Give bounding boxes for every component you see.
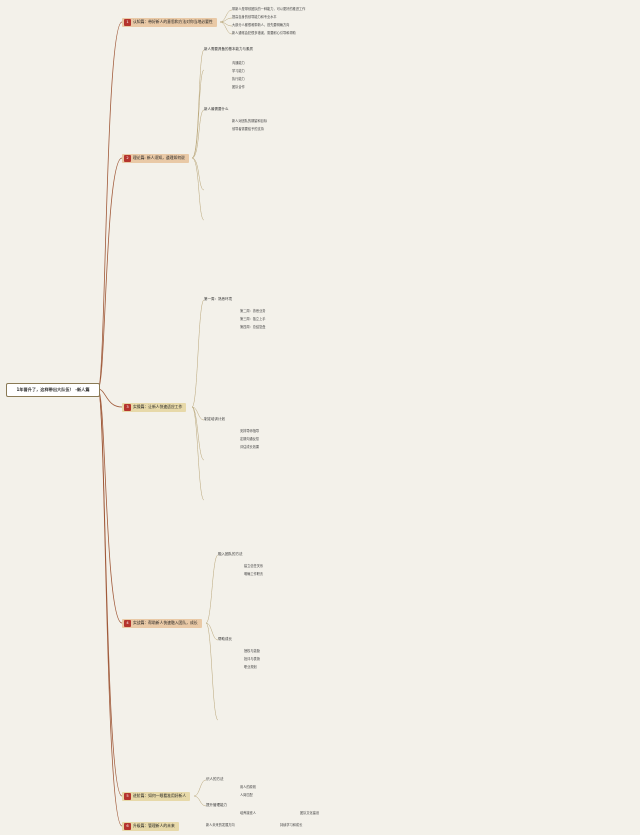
s2-item: 新人需要具备的基本能力与素质	[204, 47, 253, 51]
s5-item: 识人的方法	[206, 777, 224, 781]
s3-item: 安排导师指导	[240, 429, 260, 433]
root-topic[interactable]: 1年晋升了，这样带出大队伍！ -新人篇	[6, 383, 100, 397]
branch-6-label: 升级篇：管理新人的未来	[133, 823, 175, 829]
s3-item: 第一周：熟悉环境	[204, 297, 232, 301]
link-root-b3	[97, 388, 123, 408]
s6-item: 新人未来的发展方向	[206, 823, 235, 827]
s5-item: 提升管理能力	[206, 803, 227, 807]
link-root-b6	[97, 388, 123, 827]
branch-3[interactable]: 3 实操篇：让新人快速适应工作	[122, 402, 187, 412]
branch-6-number: 6	[124, 822, 131, 830]
s1-item: 带新人是带领团队的一种能力，可以更好的推进工作	[232, 7, 306, 11]
s2-item: 学习能力	[232, 69, 245, 73]
branch-1[interactable]: 1 认知篇：带好新人的意思和方法对你当地必要性	[122, 17, 217, 27]
branch-4-label: 实战篇：帮助新人快速融入团队，成长	[133, 620, 198, 626]
s4-item: 建立信任关系	[244, 564, 264, 568]
s3-item: 制定培训计划	[204, 417, 225, 421]
link-root-b5	[97, 388, 123, 797]
branch-1-label: 认知篇：带好新人的意思和方法对你当地必要性	[133, 19, 213, 25]
s1-item: 大部分人都很难带新人，首先要明确方向	[232, 23, 290, 27]
s4-item: 帮助成长	[218, 637, 232, 641]
root-title: 1年晋升了，这样带出大队伍！ -新人篇	[16, 386, 90, 392]
branch-2-number: 2	[124, 154, 131, 162]
s4-item: 授权与激励	[244, 649, 260, 653]
s5-item: 培养接班人	[240, 811, 256, 815]
s2-item: 领导者需要给予的支持	[232, 127, 264, 131]
branch-5-label: 进阶篇：如何一眼看准用好新人	[133, 793, 187, 799]
link-root-b4	[97, 388, 123, 624]
branch-2-label: 理论篇: 新人须知，道理如何说	[133, 155, 185, 161]
s4-item: 明确工作职责	[244, 572, 264, 576]
s3-item: 定期沟通反馈	[240, 437, 260, 441]
s2-item: 新人最需要什么	[204, 107, 229, 111]
s5-item: 人岗匹配	[240, 793, 253, 797]
branch-5-number: 5	[124, 792, 131, 800]
link-root-b1	[97, 21, 123, 390]
s5-item: 团队文化建设	[300, 811, 320, 815]
s2-item: 新人对团队的期望和目标	[232, 119, 268, 123]
link-root-b2	[97, 157, 123, 390]
branch-4-number: 4	[124, 619, 131, 627]
branch-2[interactable]: 2 理论篇: 新人须知，道理如何说	[122, 153, 189, 163]
s3-item: 第四周：总结复盘	[240, 325, 266, 329]
s1-item: 新人通常会犯很多错误，需要耐心引导和帮助	[232, 31, 296, 35]
s4-item: 批评与表扬	[244, 657, 260, 661]
branch-6[interactable]: 6 升级篇：管理新人的未来	[122, 821, 179, 831]
branch-3-number: 3	[124, 403, 131, 411]
s2-item: 团队合作	[232, 85, 245, 89]
s2-item: 执行能力	[232, 77, 245, 81]
s5-item: 用人的原则	[240, 785, 256, 789]
branch-5[interactable]: 5 进阶篇：如何一眼看准用好新人	[122, 791, 191, 801]
s6-item: 持续学习和成长	[280, 823, 303, 827]
s4-item: 职业规划	[244, 665, 257, 669]
s3-item: 第三周：独立上手	[240, 317, 266, 321]
s3-item: 第二周：熟悉业务	[240, 309, 266, 313]
s1-item: 提高自身的领导能力和专业水平	[232, 15, 277, 19]
branch-4[interactable]: 4 实战篇：帮助新人快速融入团队，成长	[122, 618, 202, 628]
branch-1-number: 1	[124, 18, 131, 26]
s4-item: 融入团队的方法	[218, 552, 243, 556]
branch-3-label: 实操篇：让新人快速适应工作	[133, 404, 183, 410]
s3-item: 评估成长效果	[240, 445, 260, 449]
s2-item: 沟通能力	[232, 61, 245, 65]
